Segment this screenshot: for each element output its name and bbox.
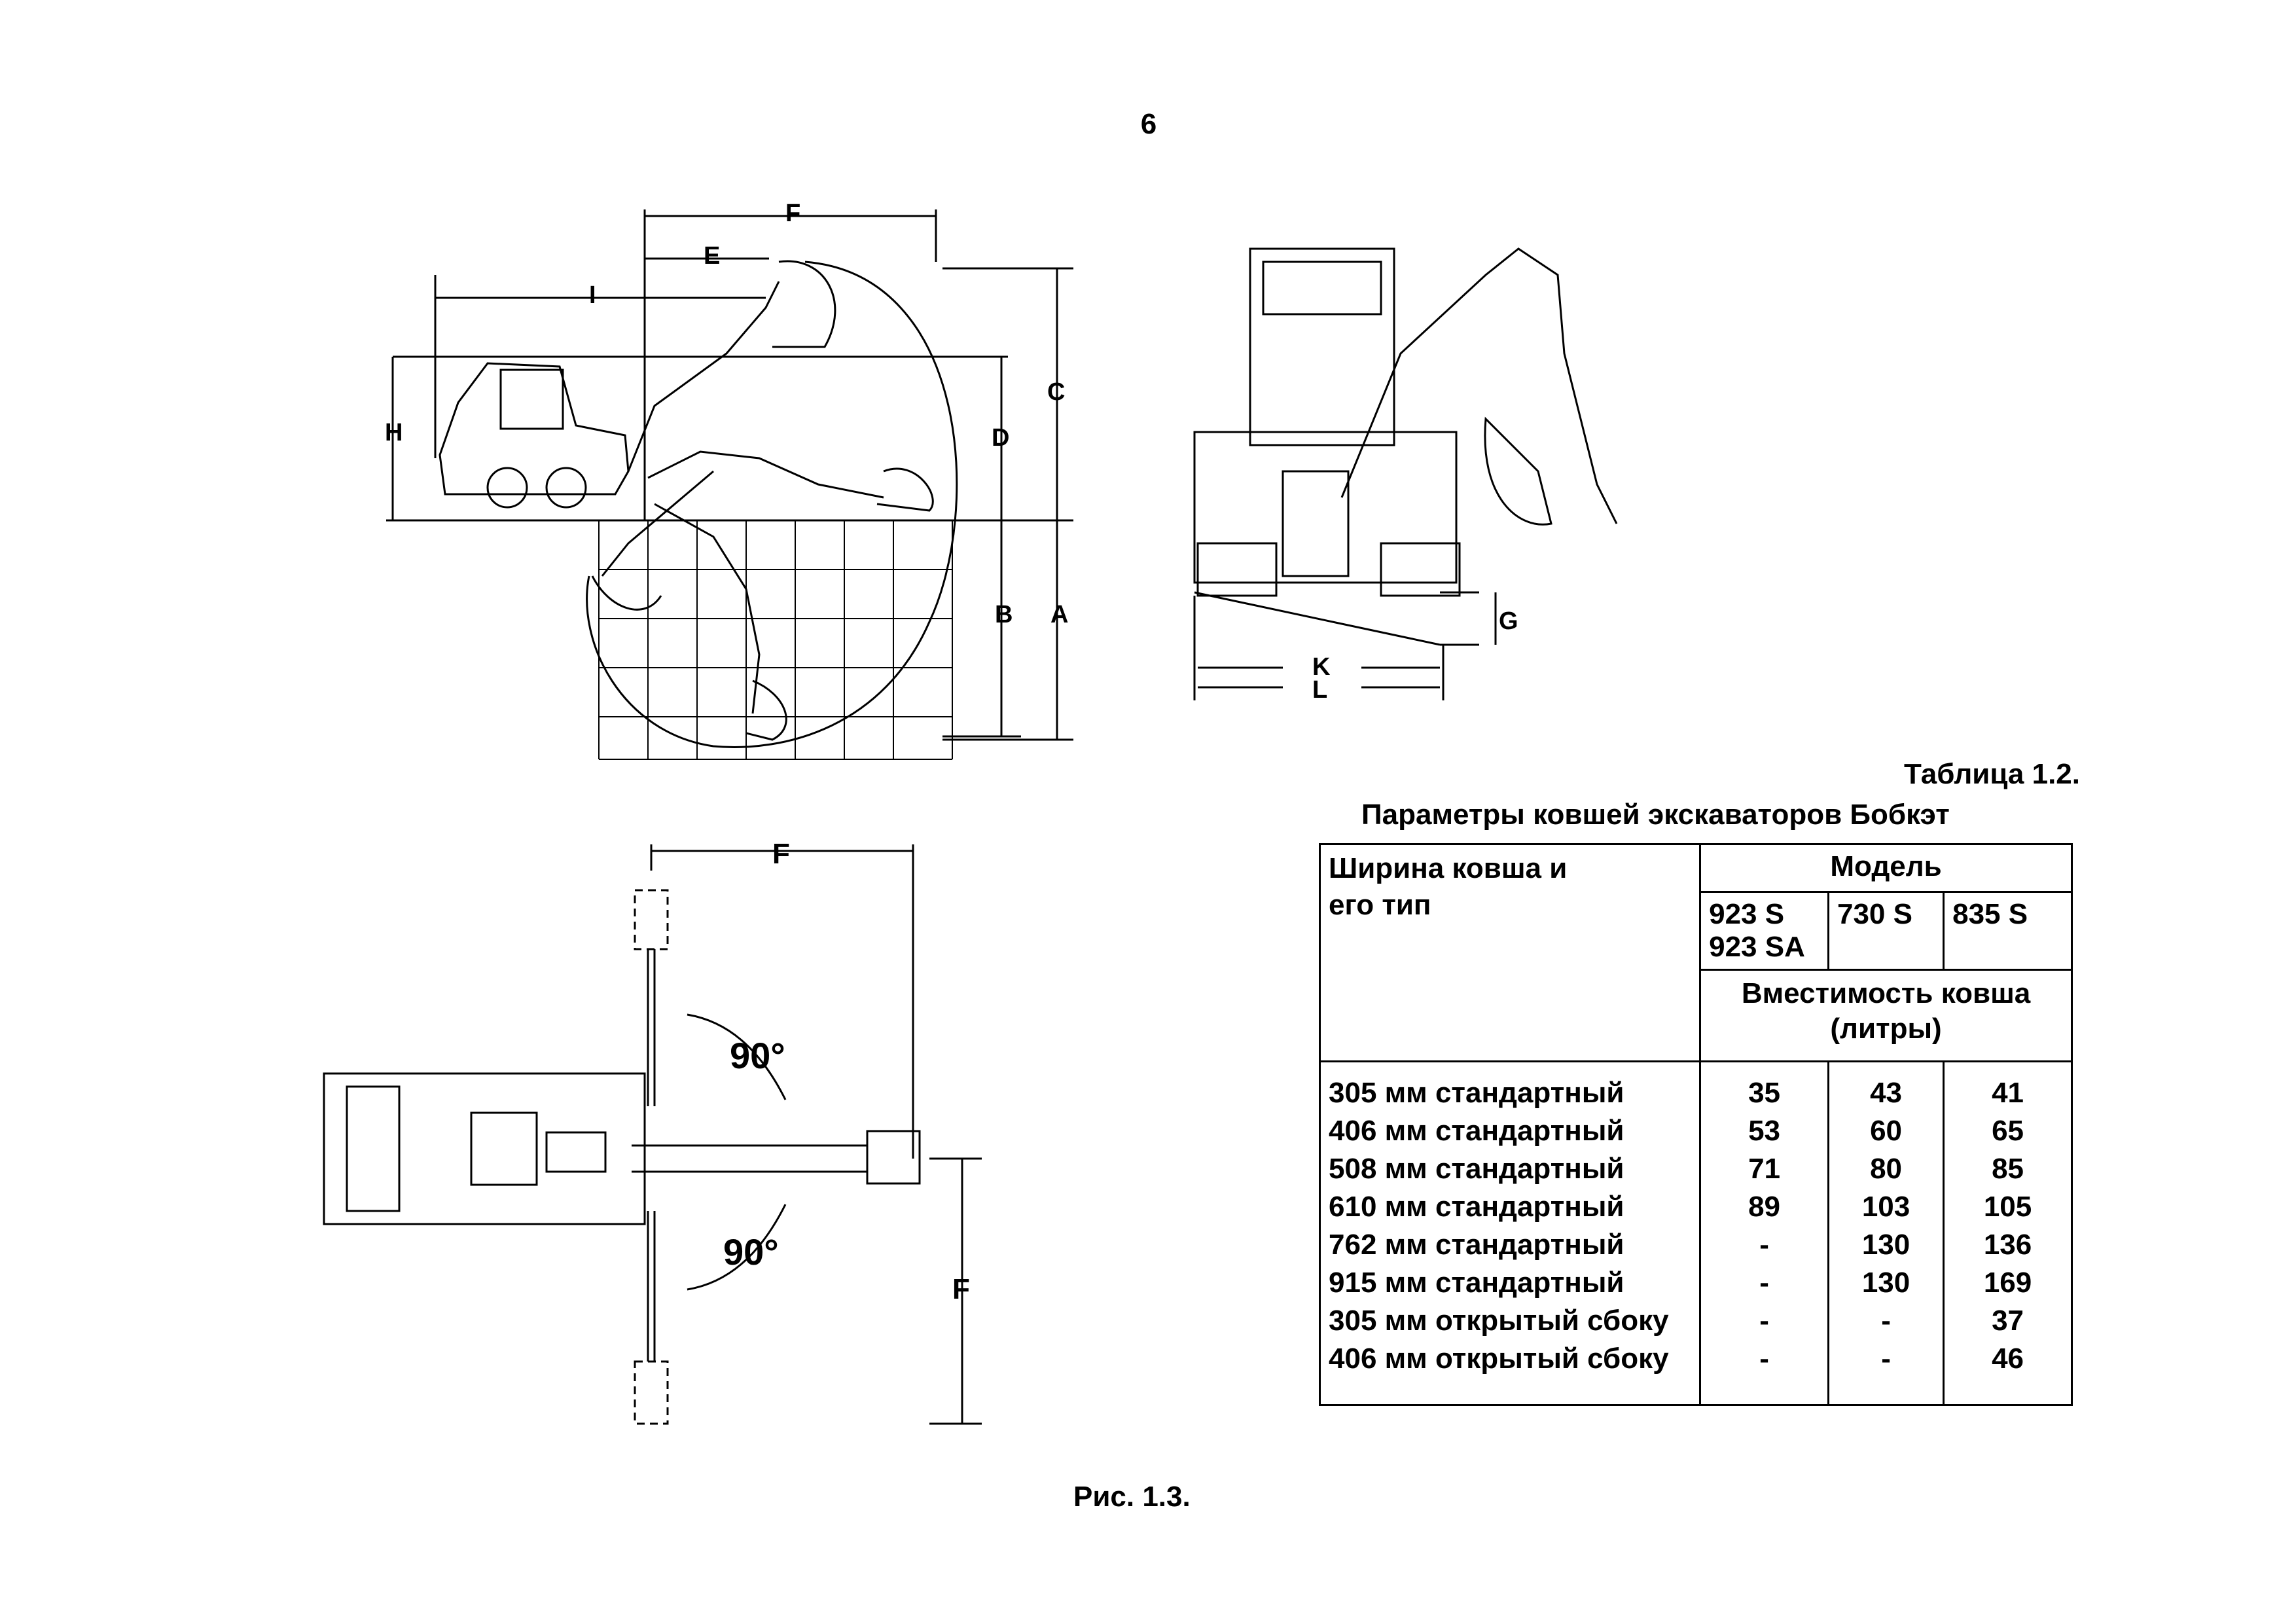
table-cell-value: - — [1759, 1343, 1769, 1375]
bucket-spec-table: Ширина ковша и его тип Модель 923 S 923 … — [1318, 842, 2073, 1406]
dim-label-b: B — [995, 601, 1013, 628]
dim-label-k: K — [1312, 653, 1331, 681]
values-835-column: 41 65 85 105 136 169 37 46 — [1943, 1060, 2073, 1406]
table-cell-value: 53 — [1748, 1115, 1781, 1147]
table-row-type: 762 мм стандартный — [1329, 1229, 1624, 1261]
table-cell-value: - — [1759, 1229, 1769, 1261]
table-cell-value: 80 — [1870, 1153, 1903, 1185]
table-cell-value: 169 — [1983, 1267, 2032, 1299]
table-cell-value: - — [1759, 1305, 1769, 1337]
table-cell-value: - — [1881, 1305, 1891, 1337]
page-number: 6 — [1140, 108, 1157, 140]
table-cell-value: 46 — [1992, 1343, 2024, 1375]
table-cell-value: 85 — [1992, 1153, 2024, 1185]
bucket-types-column: 305 мм стандартный 406 мм стандартный 50… — [1318, 1060, 1702, 1406]
dim-label-d: D — [992, 424, 1010, 452]
dim-label-g: G — [1499, 607, 1518, 635]
table-row-type: 406 мм стандартный — [1329, 1115, 1624, 1147]
table-cell-value: 60 — [1870, 1115, 1903, 1147]
header-model: Модель — [1699, 842, 2073, 893]
table-cell-value: 37 — [1992, 1305, 2024, 1337]
header-bucket-type-text: Ширина ковша и его тип — [1329, 852, 1568, 921]
angle-label-bottom: 90° — [723, 1231, 779, 1272]
table-cell-value: 43 — [1870, 1077, 1903, 1110]
table-row-type: 915 мм стандартный — [1329, 1267, 1624, 1299]
table-cell-value: 103 — [1861, 1191, 1910, 1223]
table-cell-value: - — [1881, 1343, 1891, 1375]
angle-label-top: 90° — [730, 1035, 785, 1076]
table-cell-value: 41 — [1992, 1077, 2024, 1110]
capacity-header-text: Вместимость ковша (литры) — [1741, 977, 2031, 1045]
dim-label-e: E — [704, 242, 721, 270]
dim-label-i: I — [589, 281, 596, 309]
table-cell-value: 105 — [1983, 1191, 2032, 1223]
dim-label-l: L — [1312, 676, 1328, 704]
capacity-header: Вместимость ковша (литры) — [1699, 969, 2073, 1063]
table-cell-value: 89 — [1748, 1191, 1781, 1223]
table-cell-value: 130 — [1861, 1229, 1910, 1261]
table-row-type: 508 мм стандартный — [1329, 1153, 1624, 1185]
dim-label-f-vertical: F — [952, 1273, 970, 1305]
table-cell-value: 130 — [1861, 1267, 1910, 1299]
table-title: Параметры ковшей экскаваторов Бобкэт — [1361, 799, 1950, 831]
dim-label-f-top: F — [785, 200, 801, 227]
dim-label-a: A — [1050, 601, 1069, 628]
table-cell-value: 35 — [1748, 1077, 1781, 1110]
table-cell-value: 71 — [1748, 1153, 1781, 1185]
header-bucket-type: Ширина ковша и его тип — [1318, 842, 1702, 1063]
table-row-type: 305 мм стандартный — [1329, 1077, 1624, 1110]
values-923-column: 35 53 71 89 - - - - — [1699, 1060, 1829, 1406]
dim-label-c: C — [1047, 378, 1066, 406]
table-cell-value: 136 — [1983, 1229, 2032, 1261]
figure-caption: Рис. 1.3. — [1073, 1481, 1191, 1513]
dim-label-h: H — [385, 419, 403, 446]
front-view-drawing — [1193, 247, 1618, 700]
model-835: 835 S — [1943, 891, 2073, 971]
dim-label-f-topview: F — [772, 838, 790, 870]
top-view-drawing — [323, 844, 982, 1425]
model-923: 923 S 923 SA — [1699, 891, 1829, 971]
model-730: 730 S — [1827, 891, 1945, 971]
table-cell-value: 65 — [1992, 1115, 2024, 1147]
table-row-type: 610 мм стандартный — [1329, 1191, 1624, 1223]
table-cell-value: - — [1759, 1267, 1769, 1299]
table-row-type: 406 мм открытый сбоку — [1329, 1343, 1669, 1375]
side-view-drawing — [386, 209, 1073, 760]
table-row-type: 305 мм открытый сбоку — [1329, 1305, 1669, 1337]
values-730-column: 43 60 80 103 130 130 - - — [1827, 1060, 1945, 1406]
table-caption: Таблица 1.2. — [1903, 758, 2080, 790]
